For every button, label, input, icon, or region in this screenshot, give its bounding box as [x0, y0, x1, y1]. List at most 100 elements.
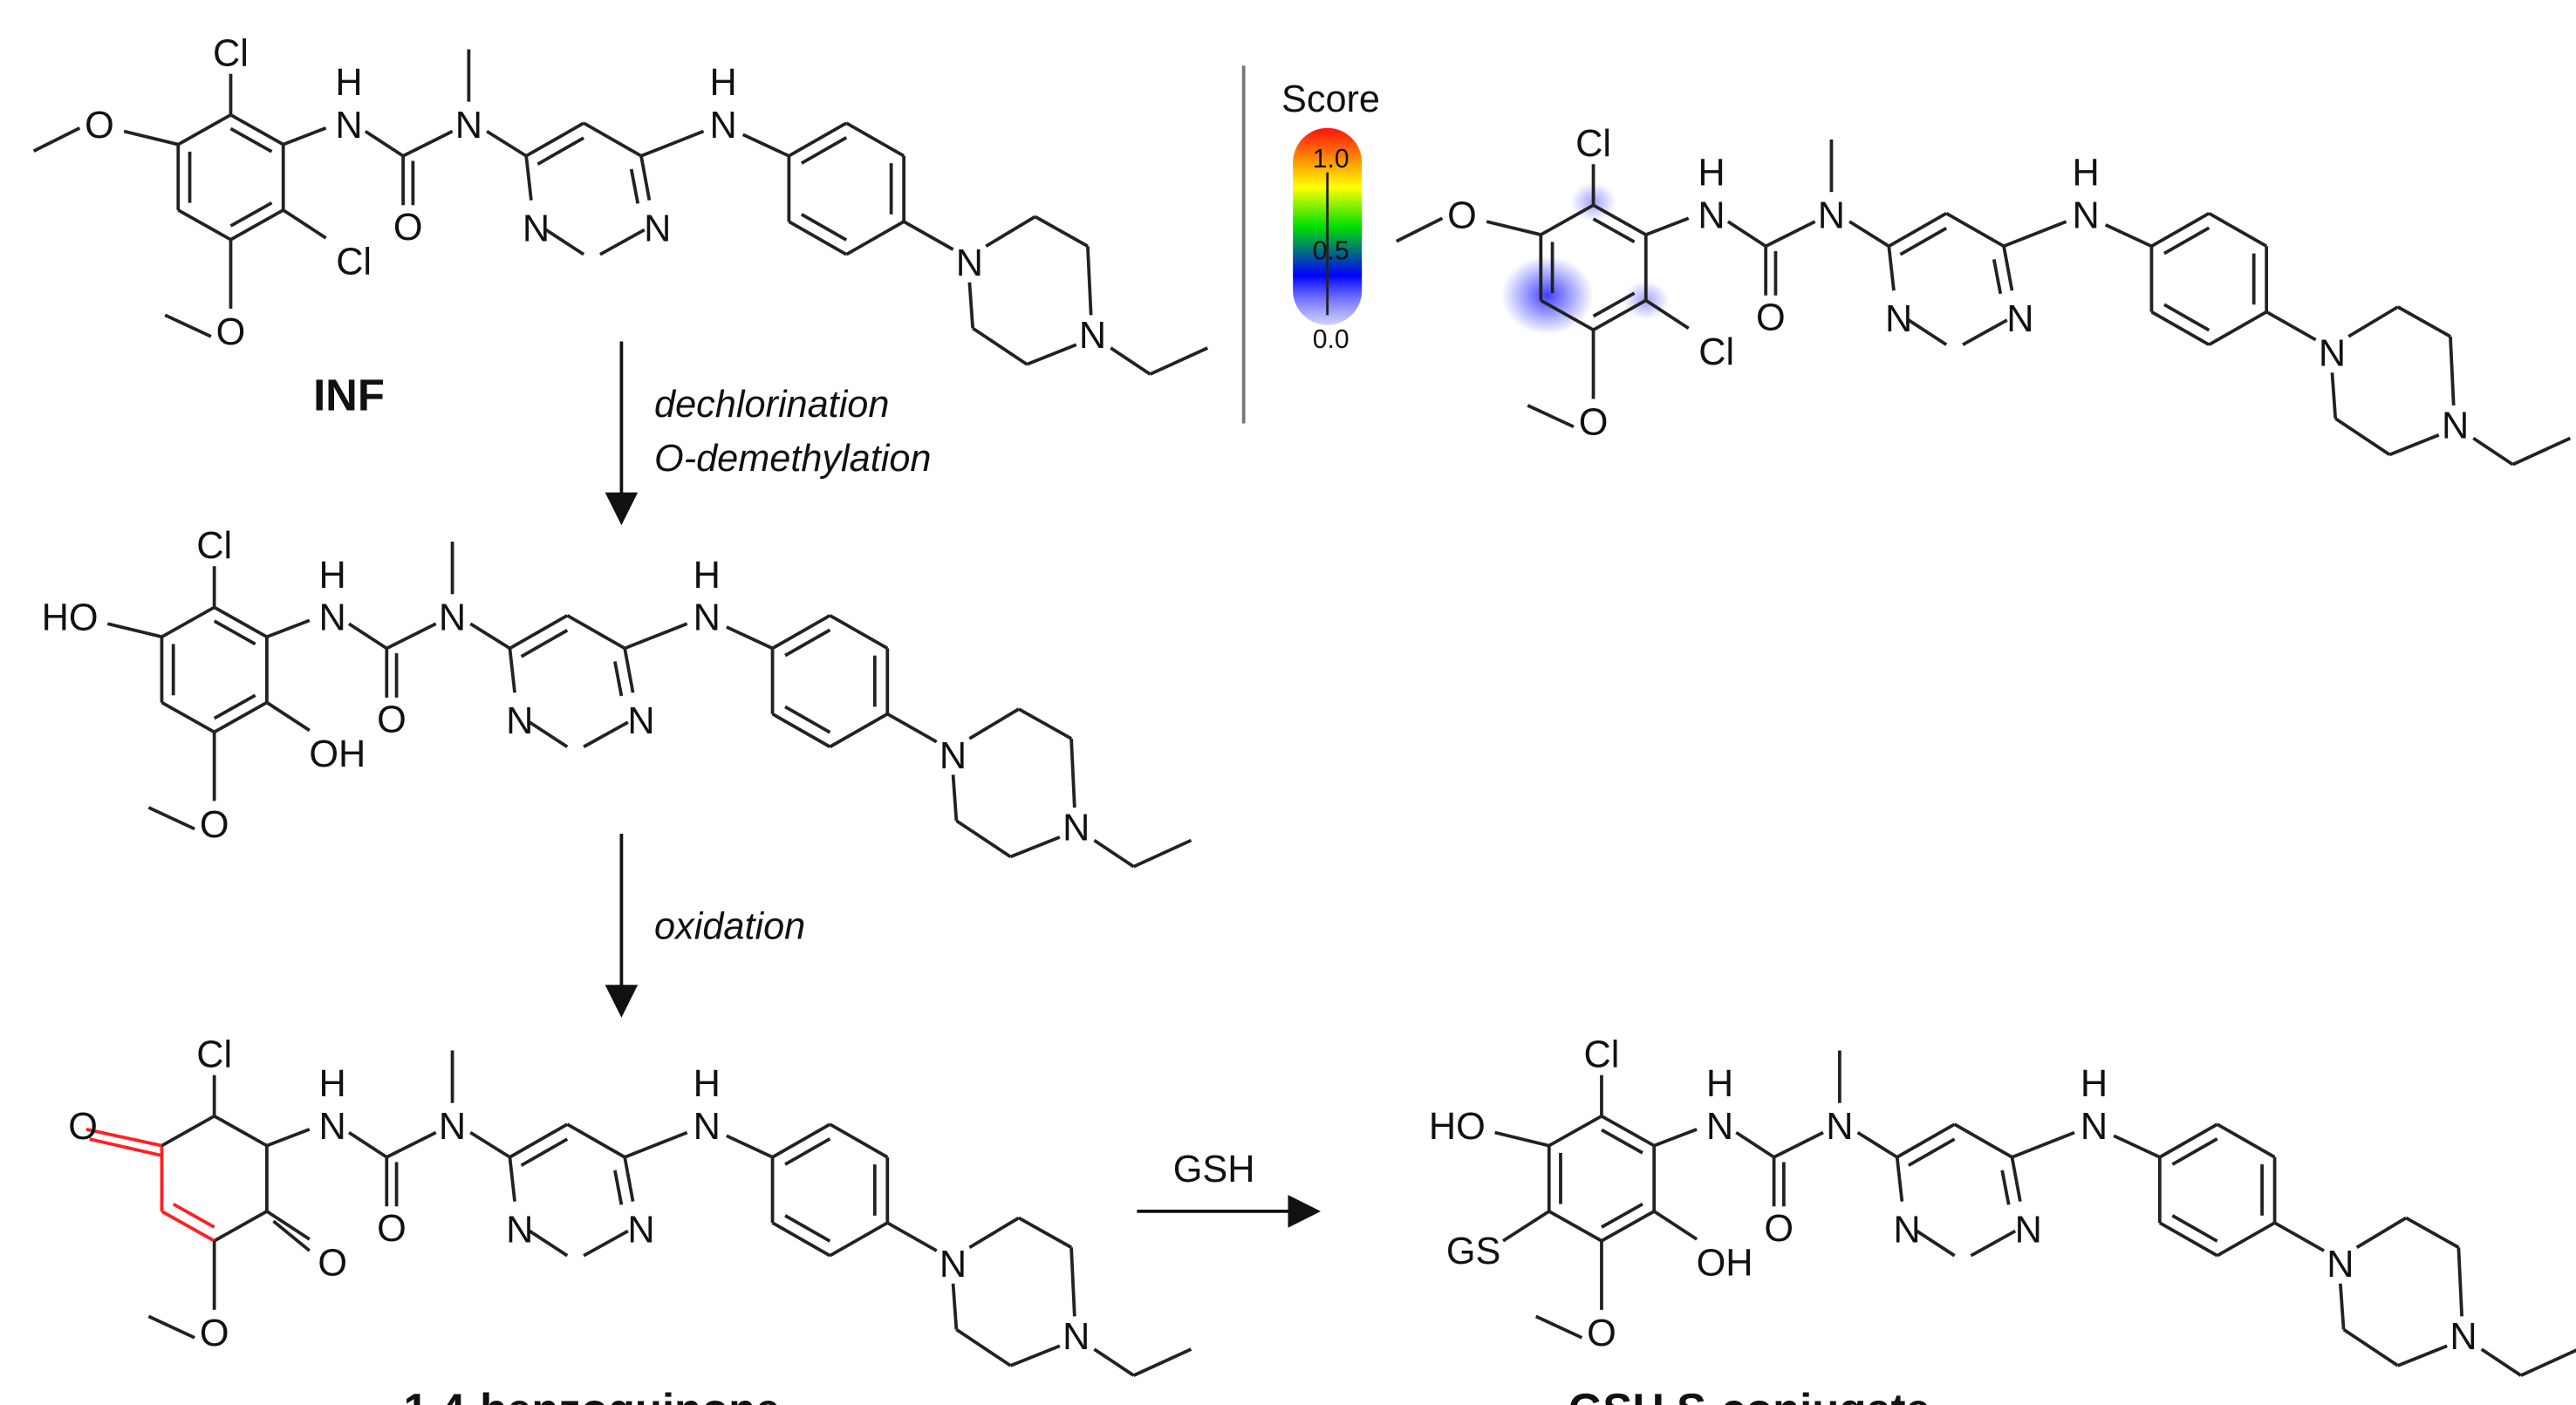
atom-o: O [377, 1208, 407, 1250]
ring-bond [177, 113, 232, 147]
bond [583, 1229, 629, 1258]
score-mid: 0.5 [1313, 236, 1349, 265]
substituent-top: Cl [1584, 1033, 1620, 1075]
ring-bond [229, 208, 284, 242]
ring-double-bond [800, 136, 848, 165]
ring-bond [1540, 298, 1595, 331]
bond [1888, 212, 1948, 248]
ethyl-bond [1110, 346, 1151, 376]
bond [106, 622, 162, 639]
substituent-left: HO [42, 597, 99, 639]
bond [525, 121, 585, 158]
bond [886, 1221, 938, 1252]
ring-bond [161, 1210, 215, 1243]
bond [1034, 215, 1089, 248]
ethyl-bond [2480, 1347, 2522, 1377]
substituent-gs: GS [1446, 1231, 1501, 1272]
atom-h: H [2081, 1063, 2108, 1105]
ring-double-bond [784, 1137, 831, 1166]
bond [386, 1130, 437, 1159]
bond [536, 136, 585, 166]
ring-bond [1548, 1210, 1602, 1243]
atom-h: H [319, 1063, 346, 1105]
atom-o: O [1756, 297, 1786, 338]
bond [613, 1170, 624, 1205]
bond [2104, 223, 2153, 249]
bond [520, 629, 569, 658]
atom-h: H [335, 62, 362, 104]
bond [2355, 1216, 2408, 1249]
atom-n: N [1698, 195, 1725, 237]
bond [566, 1122, 626, 1159]
bond [1009, 1344, 1061, 1367]
bond [1907, 1137, 1956, 1167]
methyl-bond [32, 126, 81, 153]
bond [1945, 212, 2005, 248]
ring-double-bond [784, 705, 831, 734]
bond [1856, 1130, 1898, 1159]
atom-n: N [1893, 1210, 1920, 1252]
ring-double-bond [1592, 291, 1636, 318]
bond [2347, 305, 2399, 338]
bond [265, 700, 311, 733]
bond [1069, 738, 1076, 808]
bond [1653, 1128, 1698, 1148]
methyl-bond [147, 1314, 195, 1340]
bond [903, 220, 954, 251]
atom-n: N [2319, 333, 2346, 375]
bond [85, 1127, 162, 1148]
ring-bond [161, 1115, 215, 1148]
bond [2405, 1216, 2460, 1249]
ring-bond [1548, 1115, 1602, 1148]
ring-bond [161, 700, 215, 734]
bond [2338, 1283, 2346, 1330]
atom-o: O [377, 699, 407, 740]
bond [123, 129, 179, 147]
substituent-left: O [1447, 195, 1477, 237]
bond [528, 1229, 569, 1258]
atom-n: N [1885, 298, 1912, 340]
bond [347, 622, 388, 650]
bond [972, 326, 1028, 366]
ethyl-bond [2472, 436, 2514, 467]
ring-bond [1601, 1115, 1656, 1148]
atom-n: N [1826, 1106, 1853, 1148]
ring-bond [788, 121, 848, 158]
bond [1970, 1229, 2017, 1258]
atom-n: N [1706, 1106, 1733, 1148]
bond [2011, 1130, 2075, 1159]
bond [509, 614, 569, 651]
bond [1086, 246, 1093, 316]
bond [951, 774, 959, 822]
ring-bond [829, 1122, 889, 1159]
bond [726, 625, 774, 651]
ring-bond [2150, 310, 2210, 346]
atom-n: N [506, 700, 533, 742]
atom-n: N [709, 105, 736, 147]
ring-double-bond [2163, 226, 2210, 256]
bond [2342, 1327, 2399, 1367]
atom-o: O [393, 207, 423, 249]
ethyl-bond [1132, 838, 1192, 869]
bond [1916, 1229, 1956, 1258]
bond [2010, 1156, 2022, 1202]
atom-n: N [940, 1244, 967, 1286]
substituent-bottom: O [200, 1313, 229, 1354]
ethyl-bond [2511, 436, 2572, 467]
bond [265, 1210, 311, 1241]
atom-h: H [2073, 153, 2100, 194]
ring-bond [213, 700, 268, 734]
bond [583, 720, 629, 748]
atom-n: N [940, 735, 967, 777]
ethyl-bond [1093, 839, 1135, 869]
bond [1765, 220, 1816, 248]
bond [1653, 1210, 1698, 1241]
substituent-bottom: O [1579, 402, 1609, 444]
bond [1494, 1130, 1550, 1148]
ethyl-bond [1093, 1347, 1135, 1377]
ring-bond [1601, 1210, 1656, 1243]
atom-h: H [319, 555, 346, 597]
ring-bond [771, 1221, 831, 1258]
ring-bond [771, 713, 831, 748]
